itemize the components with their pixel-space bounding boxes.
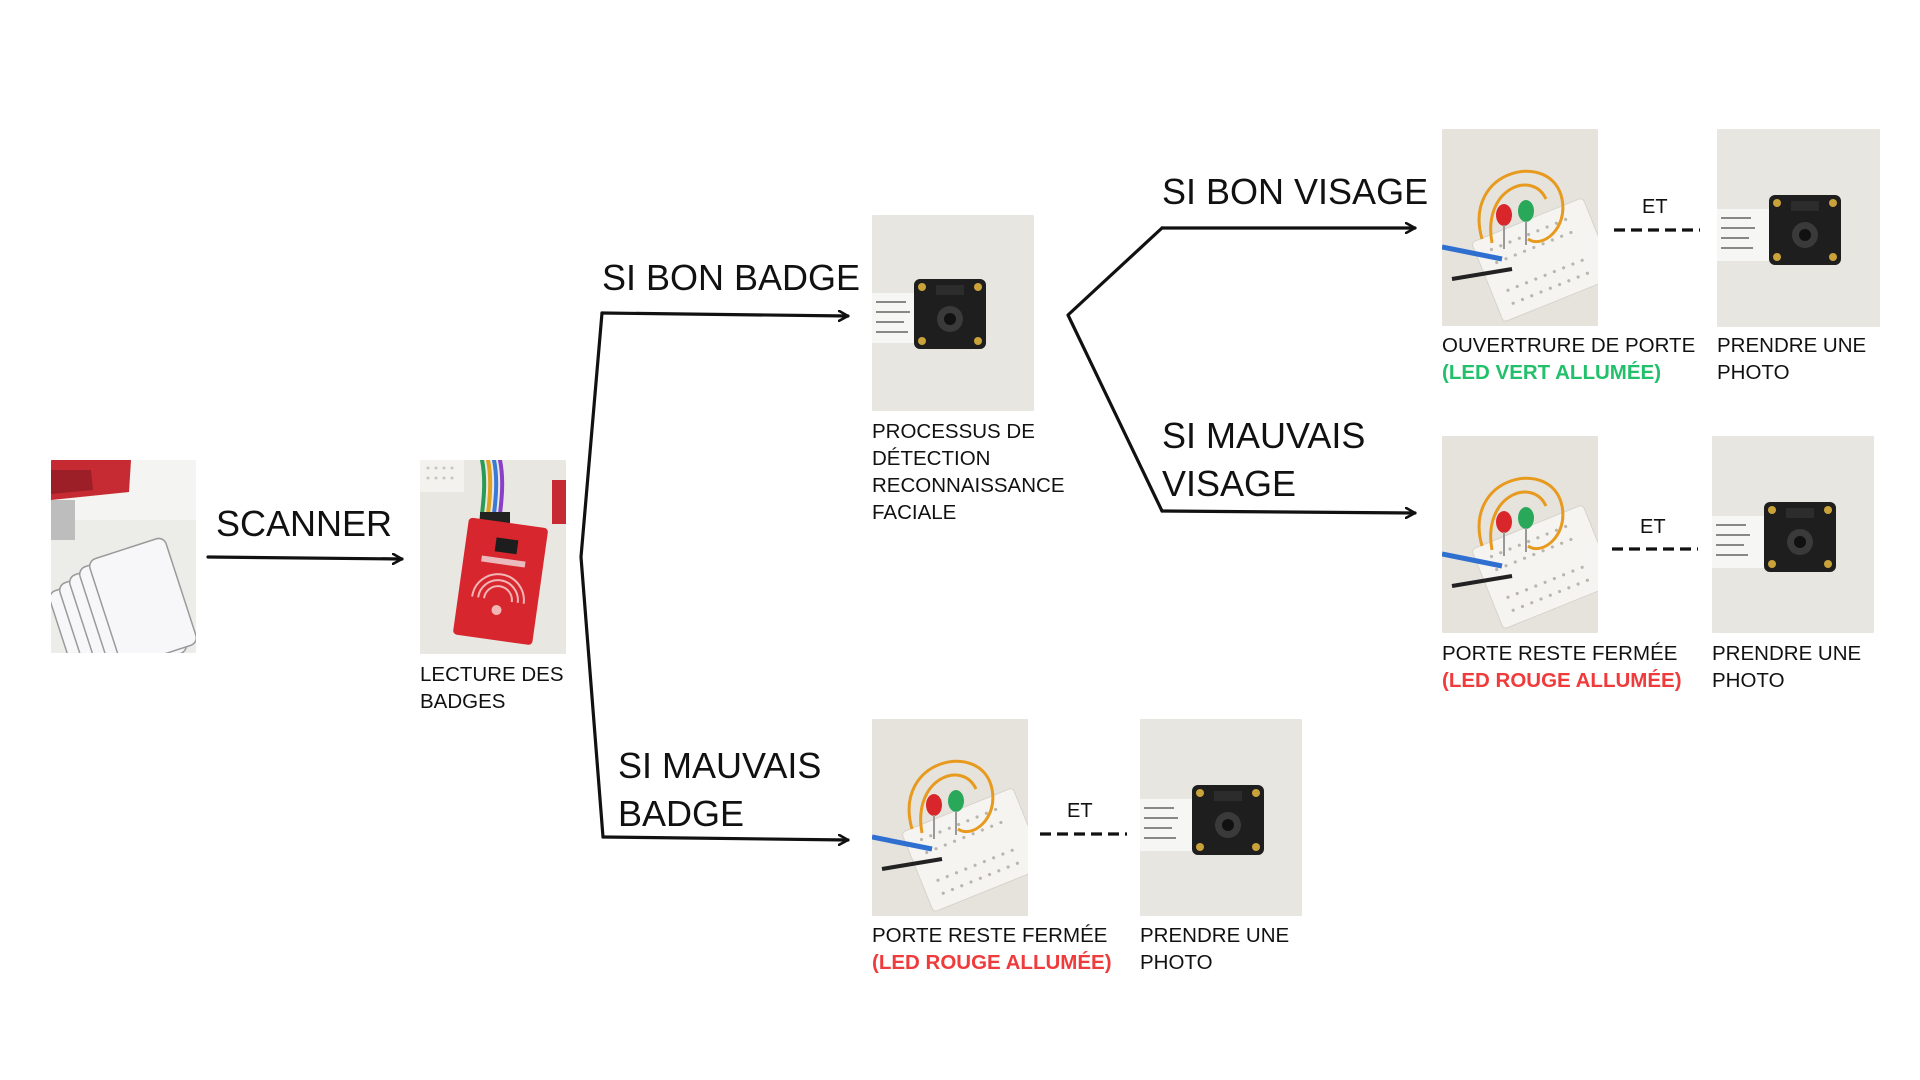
and-label-top: ET (1642, 196, 1668, 218)
edge-label-bad-face: SI MAUVAIS VISAGE (1162, 412, 1365, 508)
face-detection-line1: PROCESSUS DE (872, 420, 1035, 443)
edge-label-good-badge: SI BON BADGE (602, 257, 861, 298)
edge-label-scanner: SCANNER (216, 503, 393, 544)
face-detection-line4: FACIALE (872, 501, 957, 524)
edge-label-bad-badge-line2: BADGE (618, 793, 745, 834)
reader-caption: LECTURE DES BADGES (420, 661, 564, 715)
face-closed-photo-line1: PRENDRE UNE (1712, 642, 1862, 665)
rfid-reader-photo (420, 460, 566, 654)
rfid-cards-photo (51, 460, 196, 653)
edge-label-bad-face-line1: SI MAUVAIS (1162, 415, 1366, 456)
and-label-bottom: ET (1067, 800, 1093, 822)
camera-module-photo (1712, 436, 1874, 633)
open-door-line1: OUVERTRURE DE PORTE (1442, 334, 1696, 357)
breadboard-led-photo (1442, 436, 1598, 633)
open-door-caption: OUVERTRURE DE PORTE (LED VERT ALLUMÉE) (1442, 332, 1695, 386)
face-closed-photo-line2: PHOTO (1712, 669, 1785, 692)
open-door-led-status: (LED VERT ALLUMÉE) (1442, 361, 1662, 384)
face-detection-line2: DÉTECTION (872, 447, 991, 470)
edge-label-bad-badge: SI MAUVAIS BADGE (618, 742, 821, 838)
open-photo-line1: PRENDRE UNE (1717, 334, 1867, 357)
open-photo-line2: PHOTO (1717, 361, 1790, 384)
badge-closed-line1: PORTE RESTE FERMÉE (872, 924, 1108, 947)
camera-module-photo (872, 215, 1034, 411)
face-closed-caption: PORTE RESTE FERMÉE (LED ROUGE ALLUMÉE) (1442, 640, 1682, 694)
reader-caption-line1: LECTURE DES (420, 663, 564, 686)
branch-face-line (1066, 226, 1164, 513)
branch-badge-line (579, 311, 605, 839)
good-badge-arrow (600, 313, 850, 316)
edge-label-bad-badge-line1: SI MAUVAIS (618, 745, 822, 786)
open-photo-caption: PRENDRE UNE PHOTO (1717, 332, 1866, 386)
camera-module-photo (1717, 129, 1880, 327)
bad-face-arrow (1160, 511, 1417, 513)
face-closed-line1: PORTE RESTE FERMÉE (1442, 642, 1678, 665)
edge-label-good-face: SI BON VISAGE (1162, 171, 1429, 212)
badge-closed-caption: PORTE RESTE FERMÉE (LED ROUGE ALLUMÉE) (872, 922, 1112, 976)
reader-caption-line2: BADGES (420, 690, 506, 713)
face-closed-led-status: (LED ROUGE ALLUMÉE) (1442, 669, 1682, 692)
bad-badge-arrow (601, 837, 850, 840)
badge-closed-photo-caption: PRENDRE UNE PHOTO (1140, 922, 1289, 976)
and-label-mid: ET (1640, 516, 1666, 538)
breadboard-led-photo (1442, 129, 1598, 326)
edge-label-bad-face-line2: VISAGE (1162, 463, 1297, 504)
face-detection-caption: PROCESSUS DE DÉTECTION RECONNAISSANCE FA… (872, 418, 1065, 526)
scan-arrow (206, 557, 404, 559)
face-closed-photo-caption: PRENDRE UNE PHOTO (1712, 640, 1861, 694)
camera-module-photo (1140, 719, 1302, 916)
badge-closed-photo-line2: PHOTO (1140, 951, 1213, 974)
badge-closed-photo-line1: PRENDRE UNE (1140, 924, 1290, 947)
breadboard-led-photo (872, 719, 1028, 916)
badge-closed-led-status: (LED ROUGE ALLUMÉE) (872, 951, 1112, 974)
face-detection-line3: RECONNAISSANCE (872, 474, 1065, 497)
